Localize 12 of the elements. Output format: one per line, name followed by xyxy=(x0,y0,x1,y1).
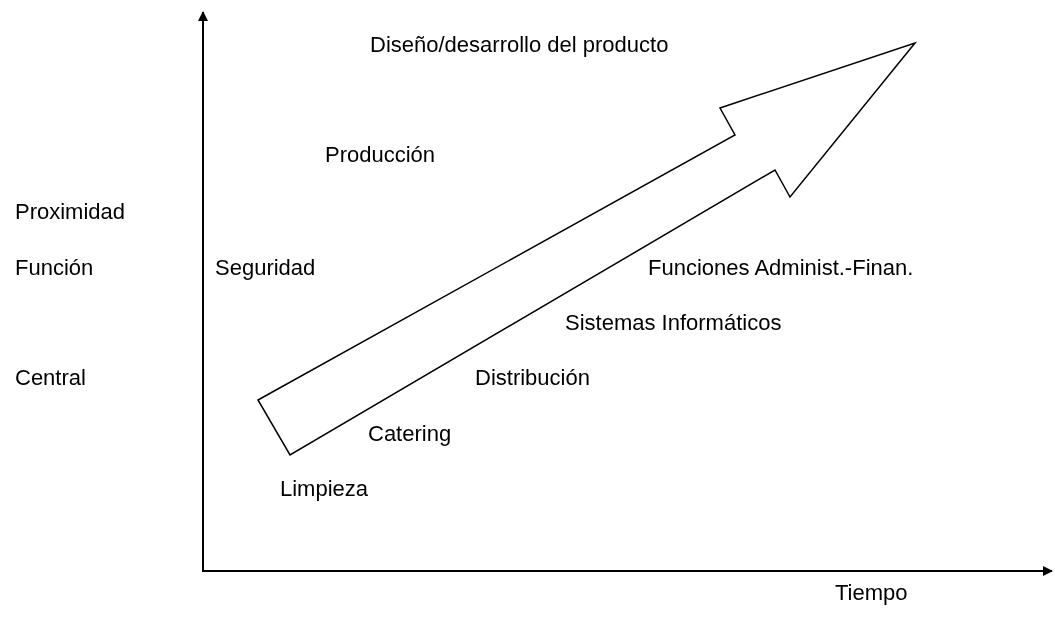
label: Distribución xyxy=(475,365,590,391)
label: Producción xyxy=(325,142,436,168)
label: Seguridad xyxy=(215,255,316,281)
label: Diseño/desarrollo del producto xyxy=(370,32,669,58)
axis-label: Tiempo xyxy=(835,580,908,606)
axis-label: Función xyxy=(15,255,94,281)
label: Catering xyxy=(368,421,452,447)
label: Funciones Administ.-Finan. xyxy=(648,255,914,281)
axis-label: Proximidad xyxy=(15,199,126,225)
axis-label: Central xyxy=(15,365,86,391)
label: Limpieza xyxy=(280,476,369,502)
label: Sistemas Informáticos xyxy=(565,310,782,336)
